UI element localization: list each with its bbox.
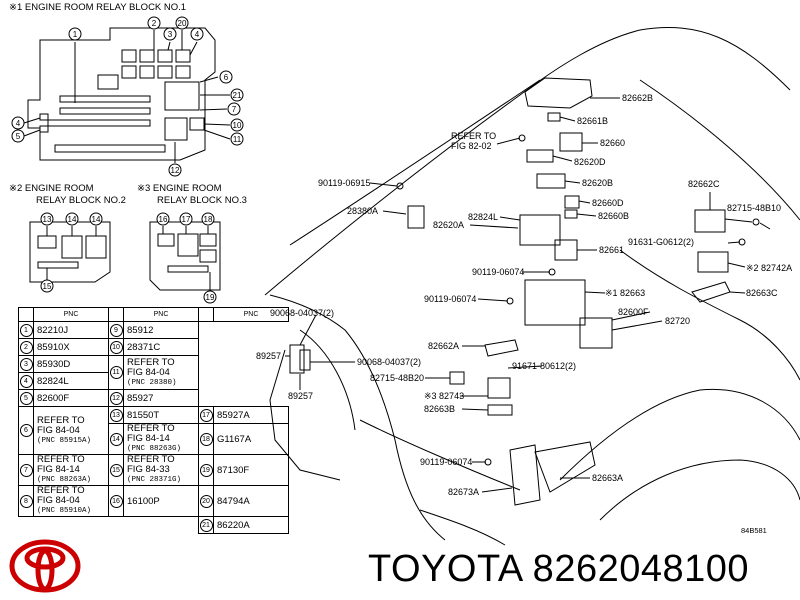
callout-28380A: 28380A xyxy=(347,206,379,216)
block2-title-2: RELAY BLOCK NO.2 xyxy=(36,195,126,206)
block1-number-circles: 1 2 3 20 4 6 21 7 10 11 4 5 12 13 14 14 … xyxy=(11,16,244,304)
callout-82663C: 82663C xyxy=(746,288,778,298)
block3-title-1: ※3 ENGINE ROOM xyxy=(137,183,222,194)
svg-text:12: 12 xyxy=(171,166,180,175)
toyota-logo-icon xyxy=(9,539,81,593)
cover-82662B xyxy=(524,77,593,109)
callout-90119-06074-a: 90119-06074 xyxy=(472,267,525,277)
callout-82661: 82661 xyxy=(599,245,625,255)
figure-code: 84B581 xyxy=(741,526,767,535)
relay-block-2-outline xyxy=(29,221,111,283)
callout-90068-04037-b: 90068-04037(2) xyxy=(357,357,422,367)
svg-text:4: 4 xyxy=(195,30,200,39)
table-row: 5 82600F 12 85927 xyxy=(18,389,289,407)
callout-refer-to: REFER TO xyxy=(451,131,497,141)
table-row: 6 REFER TO FIG 84-04 (PNC 85915A) 13 815… xyxy=(18,406,289,455)
table-row: 1 82210J 9 85912 xyxy=(18,321,289,339)
svg-text:1: 1 xyxy=(73,30,78,39)
table-row: 3 85930D 11 REFER TO FIG 84-04 (PNC 2838… xyxy=(18,355,289,390)
callout-82660B: 82660B xyxy=(598,211,630,221)
callout-90119-06074-c: 90119-06074 xyxy=(420,457,473,467)
table-row: 8 REFER TO FIG 84-04 (PNC 85910A) 16 161… xyxy=(18,485,289,517)
svg-text:2: 2 xyxy=(152,19,157,28)
callout-82742A: ※2 82742A xyxy=(746,263,793,273)
svg-text:14: 14 xyxy=(92,215,101,224)
table-row: 2 85910X 10 28371C xyxy=(18,338,289,356)
callout-91671: 91671-80612(2) xyxy=(512,361,577,371)
svg-text:5: 5 xyxy=(16,132,21,141)
svg-text:13: 13 xyxy=(43,215,52,224)
table-row: 21 86220A xyxy=(19,516,289,534)
callout-82663A: 82663A xyxy=(592,473,624,483)
callout-90068-04037: 90068-04037(2) xyxy=(270,308,335,318)
svg-text:16: 16 xyxy=(159,215,168,224)
block2-title-1: ※2 ENGINE ROOM xyxy=(9,183,94,194)
svg-text:4: 4 xyxy=(16,119,21,128)
pnc-header-right: PNC xyxy=(213,307,289,322)
svg-text:19: 19 xyxy=(206,293,215,302)
svg-text:11: 11 xyxy=(233,135,242,144)
callout-82715-48B20: 82715-48B20 xyxy=(370,373,425,383)
callout-82673A: 82673A xyxy=(448,487,480,497)
callout-90119-06074-b: 90119-06074 xyxy=(424,294,477,304)
svg-text:7: 7 xyxy=(232,105,237,114)
callout-82661B: 82661B xyxy=(577,116,609,126)
svg-text:14: 14 xyxy=(68,215,77,224)
callout-82660: 82660 xyxy=(600,138,626,148)
block1-title: ※1 ENGINE ROOM RELAY BLOCK NO.1 xyxy=(9,2,187,13)
svg-text:3: 3 xyxy=(168,30,173,39)
callout-82662A: 82662A xyxy=(428,341,460,351)
hood-outline xyxy=(264,27,791,296)
pnc-header-left: PNC xyxy=(33,307,109,322)
callout-82715-48B10: 82715-48B10 xyxy=(727,203,782,213)
callout-fig-82-02: FIG 82-02 xyxy=(451,141,492,151)
block3-title-2: RELAY BLOCK NO.3 xyxy=(157,195,247,206)
pnc-table: PNC PNC PNC 1 82210J 9 85912 2 85910X 10… xyxy=(18,307,289,534)
table-row: 4 82824L xyxy=(18,372,289,390)
pnc-header-mid: PNC xyxy=(123,307,199,322)
brand-part-number: TOYOTA 8262048100 xyxy=(368,548,750,590)
callout-82620D: 82620D xyxy=(574,157,606,167)
callout-91631: 91631-G0612(2) xyxy=(628,237,695,247)
callout-82620A: 82620A xyxy=(433,220,465,230)
callout-82743: ※3 82743 xyxy=(424,391,465,401)
relay-block-1-outline xyxy=(27,27,216,161)
callout-82600F: 82600F xyxy=(618,307,649,317)
svg-text:10: 10 xyxy=(233,121,242,130)
callout-82824L: 82824L xyxy=(468,212,499,222)
svg-text:21: 21 xyxy=(233,91,242,100)
callout-82663B: 82663B xyxy=(424,404,456,414)
callout-82662C: 82662C xyxy=(688,179,720,189)
callout-82660D: 82660D xyxy=(592,198,624,208)
callout-82620B: 82620B xyxy=(582,178,614,188)
callout-89257-a: 89257 xyxy=(256,351,282,361)
svg-text:6: 6 xyxy=(224,73,229,82)
callout-82720: 82720 xyxy=(665,316,691,326)
table-row: 7 REFER TO FIG 84-14 (PNC 88263A) 15 REF… xyxy=(18,454,289,486)
svg-text:18: 18 xyxy=(204,215,213,224)
callout-82662B: 82662B xyxy=(622,93,654,103)
svg-text:15: 15 xyxy=(43,282,52,291)
callout-82663: ※1 82663 xyxy=(605,288,646,298)
callout-89257-b: 89257 xyxy=(288,391,314,401)
svg-text:17: 17 xyxy=(182,215,191,224)
callout-90119-06915: 90119-06915 xyxy=(318,178,371,188)
svg-text:20: 20 xyxy=(178,19,187,28)
